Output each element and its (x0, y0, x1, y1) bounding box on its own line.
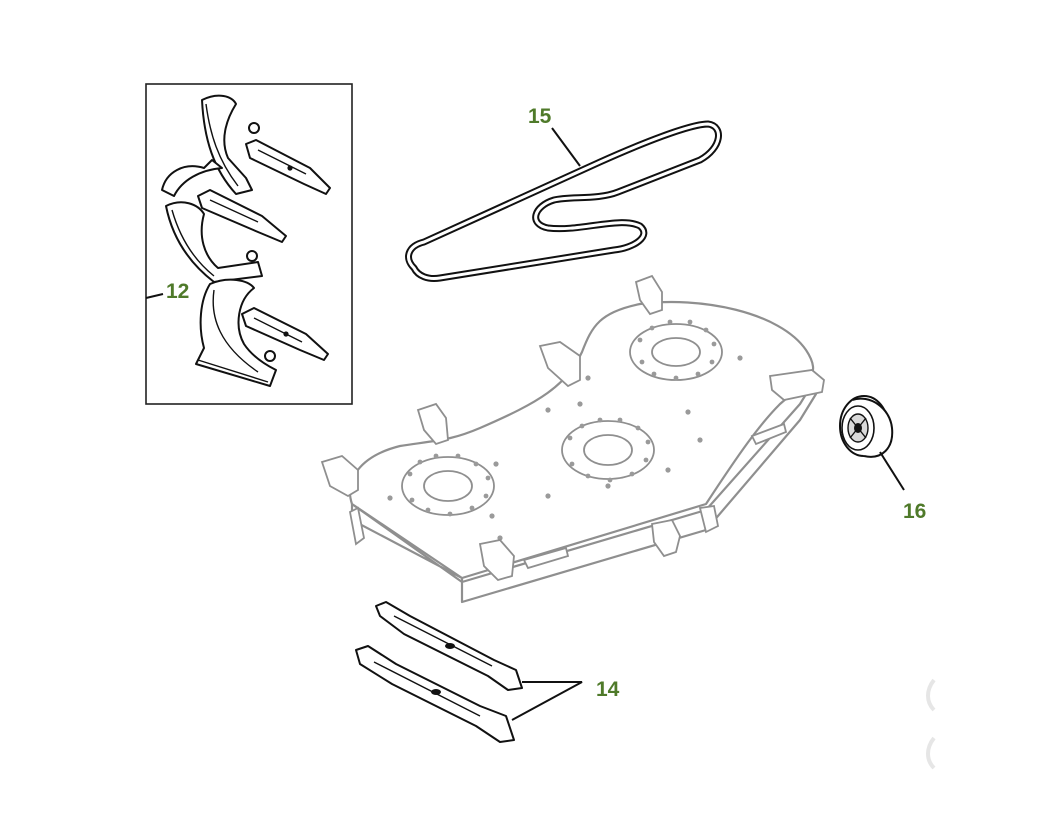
belt-leader (551, 127, 581, 167)
deck-bolt-holes (387, 319, 743, 541)
gauge-wheel (839, 395, 894, 458)
mower-deck (320, 274, 825, 604)
mulch-kit-inset (145, 83, 353, 405)
spindle-left (401, 456, 495, 516)
drive-belt (405, 120, 722, 282)
mower-blade-lower (355, 645, 515, 743)
inset-blade-2 (197, 189, 287, 262)
blades-leader (511, 681, 583, 721)
spindle-center (561, 420, 655, 480)
inset-nut-2 (246, 250, 258, 262)
belt-callout: 15 (528, 105, 552, 128)
inset-blade-3 (241, 307, 329, 362)
gauge-wheel-callout: 16 (903, 500, 926, 523)
deck-brackets (320, 274, 825, 582)
edge-artifact (926, 678, 936, 770)
inset-nut-3 (264, 350, 276, 362)
inset-blade-1 (245, 122, 331, 195)
blades-callout: 14 (596, 678, 620, 701)
mulch-kit-callout: 12 (166, 280, 189, 303)
mulch-kit-leader (145, 293, 164, 299)
spindle-right (629, 323, 723, 381)
gauge-wheel-leader (879, 451, 905, 491)
mower-blade-upper (375, 601, 523, 691)
inset-nut-1 (248, 122, 260, 134)
upper-baffle (161, 94, 253, 197)
lower-baffle (195, 278, 277, 387)
middle-baffle (165, 201, 263, 283)
